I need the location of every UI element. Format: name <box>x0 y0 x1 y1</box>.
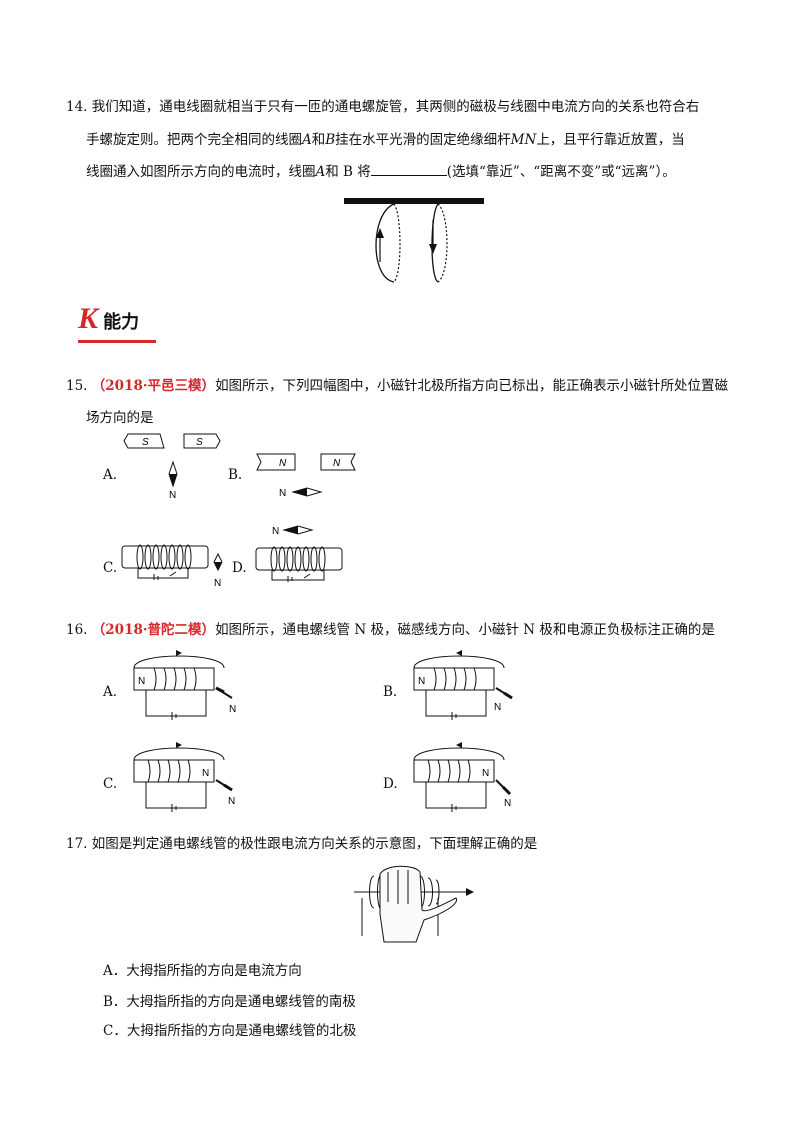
q15-b-magnet-n-right: N <box>333 458 341 469</box>
q14-line-1: 14. 我们知道，通电线圈就相当于只有一匝的通电螺旋管，其两侧的磁极与线圈中电流… <box>66 98 699 116</box>
q14-text-3a: 线圈通入如图所示方向的电流时，线圈 <box>86 164 316 180</box>
q16-a-needle-n: N <box>229 704 236 715</box>
q14-text-2a: 手螺旋定则。把两个完全相同的线圈 <box>86 132 302 148</box>
q14-text-2b: 挂在水平光滑的固定绝缘细杆 <box>335 132 511 148</box>
q15-c-compass-n: N <box>214 578 221 589</box>
q16-b-pole-n: N <box>418 676 425 687</box>
q16-option-a-label[interactable]: A. <box>103 684 118 700</box>
q16-c-figure: N N <box>133 742 235 812</box>
q14-text-1: 我们知道，通电线圈就相当于只有一匝的通电螺旋管，其两侧的磁极与线圈中电流方向的关… <box>91 99 700 115</box>
q15-line-2: 场方向的是 <box>86 409 154 427</box>
q17-number: 17. <box>66 836 88 852</box>
q15-line-1: 15. （2018·平邑三模）如图所示，下列四幅图中，小磁针北极所指方向已标出，… <box>66 377 728 395</box>
q15-a-figure: S S N <box>123 433 221 501</box>
q15-number: 15. <box>66 378 88 394</box>
q14-number: 14. <box>66 99 88 115</box>
q15-source: （2018·平邑三模） <box>91 378 216 394</box>
q16-option-c-label[interactable]: C. <box>103 776 118 792</box>
q14-coil-b: B <box>325 132 336 148</box>
q16-a-pole-n: N <box>138 676 145 687</box>
q15-a-magnet-s-left: S <box>142 437 149 448</box>
q14-coils-figure <box>344 198 484 283</box>
q16-c-needle-n: N <box>228 796 235 807</box>
q16-line-1: 16. （2018·普陀二模）如图所示，通电螺线管 N 极，磁感线方向、小磁针 … <box>66 621 715 639</box>
section-title: 能力 <box>103 312 140 333</box>
q15-text-1: 如图所示，下列四幅图中，小磁针北极所指方向已标出，能正确表示小磁针所处位置磁 <box>215 378 729 394</box>
q16-option-d-label[interactable]: D. <box>383 776 398 792</box>
q14-answer-blank[interactable] <box>370 163 447 176</box>
q14-coil-a-shape <box>375 203 401 283</box>
q15-c-compass-label: N <box>214 578 221 589</box>
q15-c-figure <box>121 544 223 580</box>
q16-text: 如图所示，通电螺线管 N 极，磁感线方向、小磁针 N 极和电源正负极标注正确的是 <box>215 622 715 638</box>
q15-b-figure: N N N <box>256 453 356 499</box>
q15-d-figure: N <box>255 525 343 582</box>
q16-number: 16. <box>66 622 88 638</box>
q14-text-2c: 上，且平行靠近放置，当 <box>536 132 685 148</box>
q14-line-2: 手螺旋定则。把两个完全相同的线圈A和B挂在水平光滑的固定绝缘细杆MN上，且平行靠… <box>86 131 685 149</box>
q15-option-c-label[interactable]: C. <box>103 560 118 576</box>
q16-b-figure: N N <box>413 650 513 720</box>
q16-d-pole-n: N <box>482 768 489 779</box>
section-heading: K 能力 <box>78 302 139 336</box>
section-underline <box>78 340 156 343</box>
q16-source: （2018·普陀二模） <box>91 622 216 638</box>
q17-option-a[interactable]: A．大拇指所指的方向是电流方向 <box>103 963 302 979</box>
q16-b-needle-n: N <box>494 702 501 713</box>
q16-option-b-label[interactable]: B. <box>383 684 398 700</box>
q14-rod <box>344 198 484 204</box>
q14-rod-mn: MN <box>510 132 537 148</box>
q16-a-figure: N N <box>133 650 236 720</box>
section-k-letter: K <box>78 302 99 335</box>
q16-c-pole-n: N <box>202 768 209 779</box>
q15-b-compass-n: N <box>279 488 286 499</box>
q17-text: 如图是判定通电螺线管的极性跟电流方向关系的示意图，下面理解正确的是 <box>91 836 538 852</box>
q14-coil-b-shape <box>429 203 448 283</box>
q17-option-b[interactable]: B．大拇指所指的方向是通电螺线管的南极 <box>103 994 356 1010</box>
q16-d-needle-n: N <box>504 798 511 809</box>
q17-hand <box>379 865 458 943</box>
q15-b-magnet-n-left: N <box>279 458 287 469</box>
q15-d-compass-n: N <box>272 526 279 537</box>
q14-coil-a-2: A <box>315 164 326 180</box>
q17-hand-solenoid-figure <box>354 865 474 943</box>
q14-coil-a: A <box>302 132 312 148</box>
q15-option-b-label[interactable]: B. <box>228 467 243 483</box>
q15-option-d-label[interactable]: D. <box>232 560 247 576</box>
q14-and-2: 和 B 将 <box>325 164 371 180</box>
q16-d-figure: N N <box>413 742 511 812</box>
q15-option-a-label[interactable]: A. <box>103 467 118 483</box>
q14-and-1: 和 <box>311 132 326 148</box>
q15-a-magnet-s-right: S <box>196 437 203 448</box>
q17-line-1: 17. 如图是判定通电螺线管的极性跟电流方向关系的示意图，下面理解正确的是 <box>66 835 537 853</box>
q15-text-2: 场方向的是 <box>86 410 154 426</box>
q15-a-compass-n: N <box>169 490 176 501</box>
q14-line-3: 线圈通入如图所示方向的电流时，线圈A和 B 将 (选填“靠近”、“距离不变”或“远… <box>86 163 676 181</box>
q14-text-3b: (选填“靠近”、“距离不变”或“远离”）。 <box>446 164 676 180</box>
q17-option-c[interactable]: C．大拇指所指的方向是通电螺线管的北极 <box>103 1023 357 1039</box>
